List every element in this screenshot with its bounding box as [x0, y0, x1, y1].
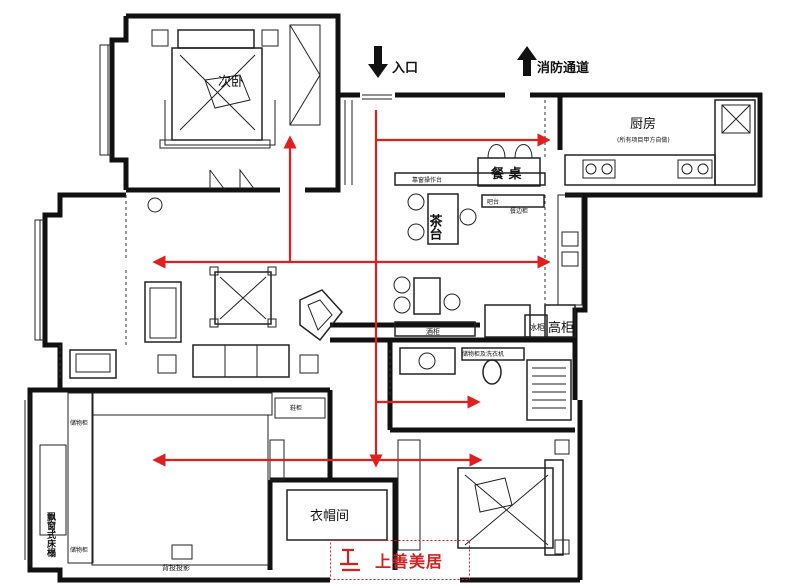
fridge-label: 冰柜	[529, 322, 545, 332]
entrance-label: 入口	[392, 61, 418, 76]
dining-furniture	[393, 144, 583, 338]
dining-table-label: 餐 桌	[490, 166, 523, 182]
entrance-sign	[368, 46, 388, 78]
kitchen-note: (所有项目甲方自做)	[617, 136, 670, 144]
tall-cabinet-label: 高柜	[548, 320, 574, 336]
walls	[27, 13, 763, 583]
entrance-arrow-icon	[368, 46, 388, 78]
living-room-furniture	[69, 266, 343, 379]
fire-exit-sign	[517, 46, 537, 76]
wine-cabinet-label: 酒柜	[426, 327, 440, 336]
brand-logo	[330, 540, 470, 580]
counter-note: 靠窗操作台	[412, 176, 442, 184]
bath-note: 储物柜及洗衣机	[462, 350, 504, 358]
cloakroom-label: 衣帽间	[310, 508, 349, 524]
fire-exit-arrow-icon	[517, 46, 537, 76]
tv-wall-label: 背投投影	[162, 563, 190, 572]
second-bedroom-furniture	[147, 24, 321, 213]
bay-window-bed-label: 飘窗式床榻	[45, 512, 57, 558]
circulation-arrows	[152, 110, 551, 468]
bay-windows	[24, 44, 392, 565]
entry-cabinet-label: 鞋柜	[290, 404, 302, 412]
fire-exit-label: 消防通道	[537, 60, 589, 76]
bathroom-fixtures	[399, 347, 572, 421]
storage-cabinet-label-1: 储物柜	[70, 419, 88, 427]
brand-name: 上善美居	[375, 552, 444, 571]
storage-cabinet-label-2: 储物柜	[70, 546, 88, 554]
side-board-label: 餐边柜	[510, 207, 528, 215]
kitchen-furniture	[564, 99, 756, 186]
tea-table-label: 茶台	[427, 213, 443, 241]
second-bedroom-label: 次卧	[218, 74, 244, 90]
kitchen-label: 厨房	[630, 116, 656, 132]
bar-counter-label: 吧台	[487, 198, 499, 206]
